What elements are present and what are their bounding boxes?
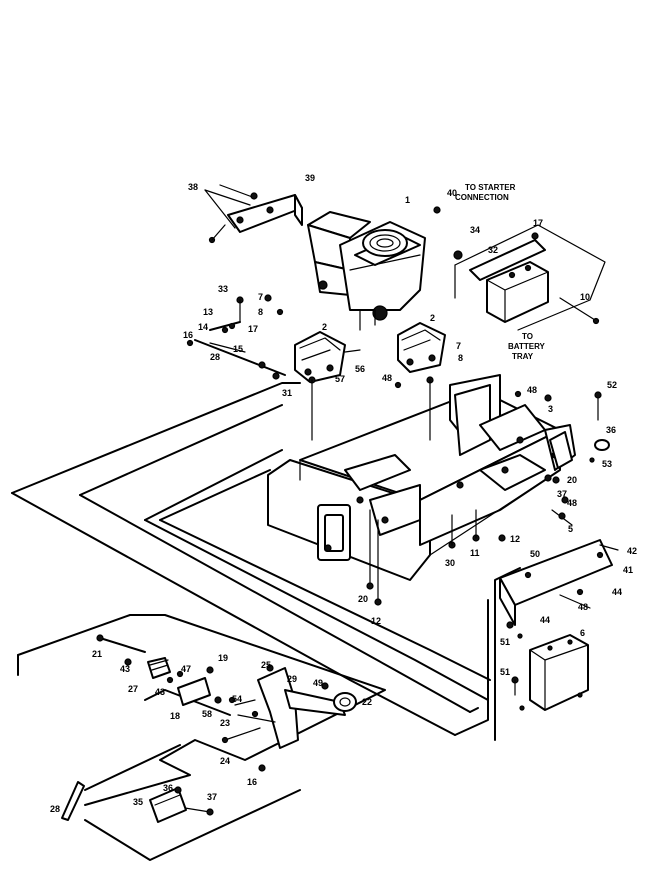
callout-label: 2 (430, 313, 435, 323)
callout-label: 7 (258, 292, 263, 302)
callout-label: 35 (133, 797, 143, 807)
starter-connection-note: TO STARTER CONNECTION (455, 183, 516, 202)
callout-label: 33 (218, 284, 228, 294)
callout-label: 20 (567, 475, 577, 485)
callout-label: 16 (247, 777, 257, 787)
chassis (267, 374, 576, 581)
callout-label: 19 (218, 653, 228, 663)
right-side-parts (394, 381, 610, 526)
callout-label: 43 (155, 687, 165, 697)
callout-label: 48 (567, 498, 577, 508)
callout-labels: 38 39 1 40 34 17 32 10 33 7 8 13 14 17 1… (50, 173, 637, 814)
callout-label: 12 (510, 534, 520, 544)
callout-label: 18 (170, 711, 180, 721)
mount-bracket (204, 184, 303, 244)
callout-label: 23 (220, 718, 230, 728)
callout-label: 1 (405, 195, 410, 205)
callout-label: 5 (568, 524, 573, 534)
battery-tray-area (433, 206, 606, 331)
callout-label: 30 (445, 558, 455, 568)
callout-label: 42 (627, 546, 637, 556)
callout-label: 28 (50, 804, 60, 814)
callout-label: 48 (578, 602, 588, 612)
callout-label: 36 (163, 783, 173, 793)
callout-label: 3 (548, 404, 553, 414)
callout-label: 57 (335, 374, 345, 384)
callout-label: 25 (261, 660, 271, 670)
battery-tray-note: TO BATTERY TRAY (508, 332, 546, 361)
callout-label: 12 (371, 616, 381, 626)
callout-label: 7 (456, 341, 461, 351)
callout-label: 56 (355, 364, 365, 374)
callout-label: 11 (470, 548, 480, 558)
callout-label: 28 (210, 352, 220, 362)
callout-label: 38 (188, 182, 198, 192)
electrical-box (511, 634, 589, 711)
callout-label: 36 (606, 425, 616, 435)
callout-label: 47 (181, 664, 191, 674)
bracket-plate (499, 539, 619, 639)
callout-label: 17 (533, 218, 543, 228)
callout-label: 10 (580, 292, 590, 302)
battery-note-line3: TRAY (512, 352, 534, 361)
callout-label: 8 (458, 353, 463, 363)
callout-label: 15 (233, 344, 243, 354)
callout-label: 48 (527, 385, 537, 395)
callout-label: 37 (207, 792, 217, 802)
callout-label: 34 (470, 225, 480, 235)
callout-label: 49 (313, 678, 323, 688)
battery-note-line2: BATTERY (508, 342, 546, 351)
callout-label: 8 (258, 307, 263, 317)
callout-label: 58 (202, 709, 212, 719)
callout-label: 50 (530, 549, 540, 559)
callout-label: 6 (580, 628, 585, 638)
callout-label: 31 (282, 388, 292, 398)
callout-label: 44 (540, 615, 550, 625)
callout-label: 43 (120, 664, 130, 674)
starter-note-line1: TO STARTER (465, 183, 516, 192)
battery-note-line1: TO (522, 332, 533, 341)
callout-label: 32 (488, 245, 498, 255)
wheel-motor-left (294, 331, 361, 383)
callout-label: 48 (382, 373, 392, 383)
callout-label: 51 (500, 637, 510, 647)
callout-label: 24 (220, 756, 230, 766)
wheel-motor-right (397, 322, 446, 373)
callout-label: 39 (305, 173, 315, 183)
center-fasteners (308, 376, 552, 606)
callout-label: 2 (322, 322, 327, 332)
callout-label: 37 (557, 489, 567, 499)
callout-label: 54 (232, 694, 242, 704)
left-linkage (186, 294, 286, 380)
callout-label: 29 (287, 674, 297, 684)
callout-label: 20 (358, 594, 368, 604)
callout-label: 53 (602, 459, 612, 469)
callout-label: 16 (183, 330, 193, 340)
callout-label: 44 (612, 587, 622, 597)
callout-label: 14 (198, 322, 208, 332)
callout-label: 22 (362, 697, 372, 707)
callout-label: 52 (607, 380, 617, 390)
frame-outline (11, 382, 521, 741)
starter-note-line2: CONNECTION (455, 193, 509, 202)
callout-label: 41 (623, 565, 633, 575)
callout-label: 27 (128, 684, 138, 694)
callout-label: 21 (92, 649, 102, 659)
callout-label: 17 (248, 324, 258, 334)
callout-label: 40 (447, 188, 457, 198)
pedal-parts (61, 634, 357, 823)
engine (307, 211, 426, 331)
callout-label: 13 (203, 307, 213, 317)
callout-label: 51 (500, 667, 510, 677)
pedal-outline (17, 614, 386, 861)
